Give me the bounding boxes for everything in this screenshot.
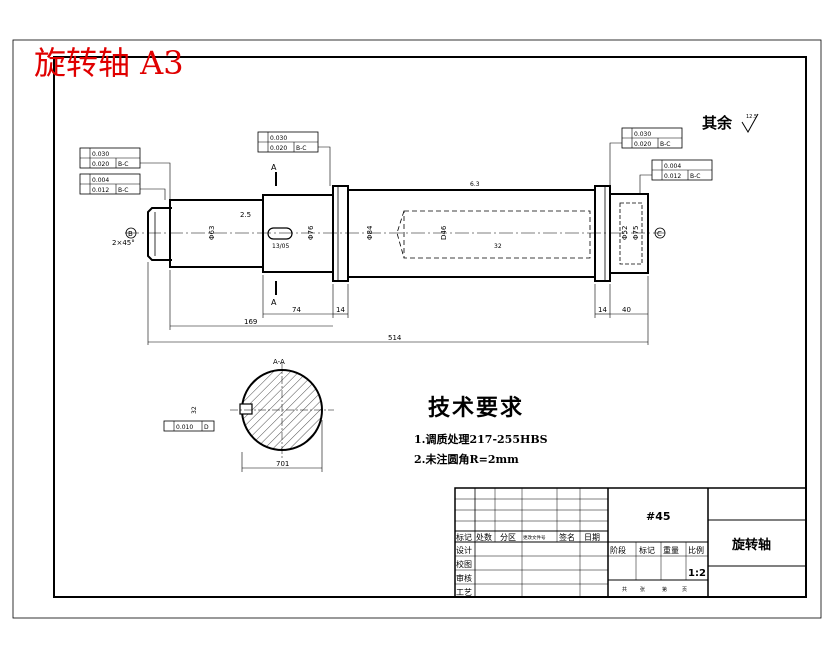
- dim-14b: 14: [598, 306, 607, 314]
- datum-b-label: B: [128, 230, 133, 238]
- tb-header-3: 更改文件号: [523, 534, 546, 541]
- svg-text:0.004: 0.004: [664, 163, 681, 170]
- tb-role-3: 工艺: [456, 588, 472, 597]
- svg-text:0.030: 0.030: [634, 131, 651, 138]
- dim-514: 514: [388, 334, 402, 342]
- remark-roughness-symbol: [741, 113, 759, 133]
- main-body: [347, 189, 596, 278]
- tb-stage-2: 重量: [663, 545, 679, 555]
- tb-part-name: 旋转轴: [731, 537, 771, 553]
- datum-c-label: C: [657, 230, 662, 238]
- section-dim-height: 32: [191, 406, 198, 414]
- tb-stage-3: 比例: [688, 545, 704, 555]
- svg-text:0.020: 0.020: [270, 145, 287, 152]
- svg-text:0.012: 0.012: [92, 187, 109, 194]
- tb-role-1: 校图: [456, 559, 472, 569]
- tolerance-frame-section: 0.010 D: [163, 420, 215, 432]
- dim-bore: D46: [440, 225, 448, 240]
- tech-req-heading: 技术要求: [428, 395, 524, 421]
- keyway: [267, 227, 293, 240]
- datum-b-marker: [125, 227, 137, 239]
- dim-phi-end-1: Φ52: [621, 226, 629, 240]
- section-view: [230, 362, 334, 472]
- svg-text:B-C: B-C: [118, 187, 128, 194]
- tb-header-0: 标记: [456, 532, 472, 542]
- shaft-main-view: [125, 172, 665, 295]
- roughness-main: 6.3: [470, 181, 480, 188]
- collar-left: [332, 185, 349, 282]
- collar-right: [594, 185, 611, 282]
- tb-header-1: 处数: [476, 532, 492, 542]
- tech-req-item-2: 2.未注圆角R=2mm: [414, 452, 519, 466]
- title-block: [454, 487, 807, 598]
- shaft-section-2: [262, 194, 334, 273]
- dim-phi-2: Φ76: [307, 225, 315, 240]
- dimension-lines: [147, 262, 649, 345]
- roughness-center: 32: [494, 243, 502, 250]
- tolerance-frame-right-top: 0.030 0.020 B-C: [621, 127, 683, 149]
- svg-text:0.010: 0.010: [176, 424, 193, 431]
- remark-roughness: 12.5: [746, 114, 757, 120]
- section-mark-top: A: [271, 163, 277, 172]
- inner-border: [53, 56, 807, 598]
- dim-chamfer: 2×45°: [112, 239, 135, 247]
- tolerance-frame-left-top: 0.030 0.020 B-C: [79, 147, 141, 169]
- svg-text:B-C: B-C: [690, 173, 700, 180]
- tb-sheet-1: 张: [640, 586, 645, 593]
- tolerance-frame-center-top: 0.030 0.020 B-C: [257, 131, 319, 153]
- tolerance-frame-right-mid: 0.004 0.012 B-C: [651, 159, 713, 181]
- tech-req-item-1: 1.调质处理217-255HBS: [414, 432, 548, 446]
- tb-role-2: 审核: [456, 573, 472, 583]
- svg-text:0.004: 0.004: [92, 177, 109, 184]
- tb-sheet-0: 共: [622, 586, 627, 593]
- remark-text: 其余: [702, 114, 733, 132]
- tb-header-5: 日期: [584, 533, 600, 542]
- dim-phi-end-2: Φ75: [632, 226, 640, 240]
- svg-text:0.030: 0.030: [270, 135, 287, 142]
- dim-key-length: 13/05: [272, 243, 289, 250]
- svg-text:D: D: [204, 424, 209, 431]
- svg-text:B-C: B-C: [118, 161, 128, 168]
- svg-text:B-C: B-C: [296, 145, 306, 152]
- hidden-bore: [403, 210, 591, 259]
- tb-header-4: 签名: [559, 532, 575, 542]
- dim-key-width: 2.5: [240, 211, 251, 219]
- dim-14a: 14: [336, 306, 345, 314]
- svg-text:0.020: 0.020: [92, 161, 109, 168]
- dim-169: 169: [244, 318, 257, 326]
- dim-40: 40: [622, 306, 631, 314]
- outer-border: [12, 39, 822, 619]
- tolerance-frame-left-mid: 0.004 0.012 B-C: [79, 173, 141, 195]
- left-end-stub: [147, 207, 172, 261]
- drawing-title: 旋转轴 A3: [34, 44, 184, 82]
- right-end: [609, 193, 649, 274]
- tb-header-2: 分区: [500, 533, 516, 542]
- tb-sheet-3: 页: [682, 587, 687, 593]
- tb-scale: 1:2: [688, 568, 706, 579]
- leader-lines: [140, 142, 652, 200]
- section-dim-width: 701: [276, 460, 289, 468]
- dim-phi-3: Φ84: [366, 225, 374, 240]
- section-view-label: A-A: [273, 358, 285, 366]
- svg-text:0.030: 0.030: [92, 151, 109, 158]
- dim-74: 74: [292, 306, 301, 314]
- section-mark-bottom: A: [271, 298, 277, 307]
- datum-c-marker: [654, 227, 666, 239]
- tb-stage-0: 阶段: [610, 545, 626, 555]
- tb-role-0: 设计: [456, 545, 472, 555]
- dim-phi-1: Φ63: [208, 226, 216, 240]
- tb-stage-1: 标记: [639, 545, 655, 555]
- tb-sheet-2: 第: [662, 586, 667, 593]
- svg-text:0.012: 0.012: [664, 173, 681, 180]
- svg-text:B-C: B-C: [660, 141, 670, 148]
- tb-material: #45: [646, 510, 671, 523]
- svg-text:0.020: 0.020: [634, 141, 651, 148]
